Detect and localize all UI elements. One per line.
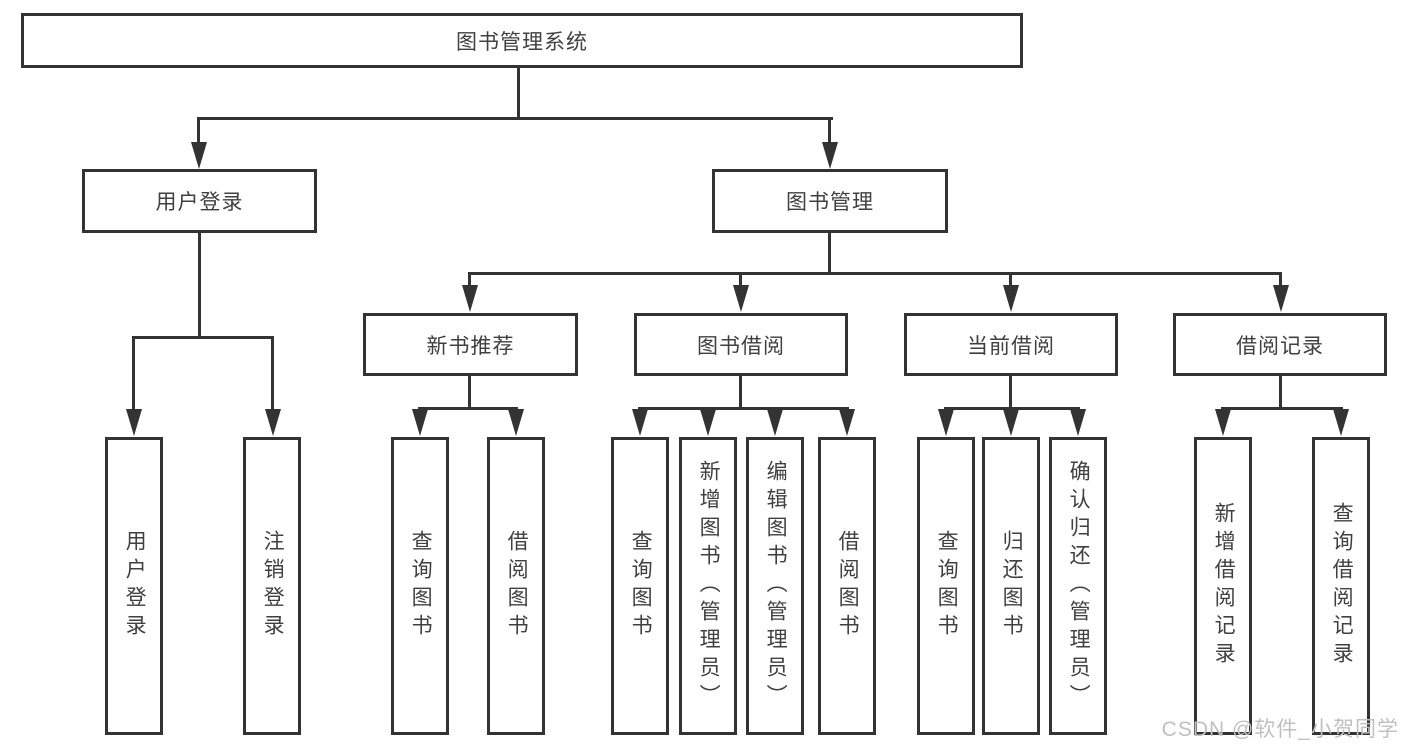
- arrow-down-icon: [822, 142, 838, 169]
- arrow-down-icon: [1003, 409, 1019, 436]
- leaf-label: 确认归还（管理员）: [1067, 460, 1091, 712]
- connector-line: [418, 407, 518, 410]
- leaf-label: 新增图书（管理员）: [697, 460, 721, 712]
- connector-line: [739, 272, 742, 286]
- leaf-label: 归还图书: [1000, 530, 1024, 642]
- arrow-down-icon: [412, 409, 428, 436]
- arrow-down-icon: [126, 409, 142, 436]
- leaf-user-login-label: 用户登录: [123, 530, 147, 642]
- leaf-query-borrow-record: 查询借阅记录: [1312, 437, 1370, 735]
- arrow-down-icon: [508, 409, 524, 436]
- arrow-down-icon: [462, 285, 478, 312]
- leaf-borrow-books-recommend: 借阅图书: [487, 437, 545, 735]
- connector-line: [198, 233, 201, 336]
- leaf-label: 查询图书: [935, 530, 959, 642]
- arrow-down-icon: [938, 409, 954, 436]
- node-book-borrow-label: 图书借阅: [697, 334, 785, 358]
- leaf-user-login: 用户登录: [105, 437, 163, 735]
- leaf-label: 查询图书: [409, 530, 433, 642]
- connector-line: [132, 336, 274, 339]
- arrow-down-icon: [1273, 285, 1289, 312]
- connector-line: [517, 68, 520, 117]
- connector-line: [1279, 272, 1282, 286]
- leaf-query-books-borrow: 查询图书: [611, 437, 669, 735]
- leaf-logout-label: 注销登录: [261, 530, 285, 642]
- leaf-borrow-books: 借阅图书: [818, 437, 876, 735]
- arrow-down-icon: [1003, 285, 1019, 312]
- leaf-add-book-admin: 新增图书（管理员）: [679, 437, 737, 735]
- leaf-confirm-return-admin: 确认归还（管理员）: [1049, 437, 1107, 735]
- leaf-logout: 注销登录: [243, 437, 301, 735]
- node-current-borrow: 当前借阅: [904, 313, 1118, 376]
- connector-line: [828, 233, 831, 272]
- arrow-down-icon: [632, 409, 648, 436]
- leaf-add-borrow-record: 新增借阅记录: [1194, 437, 1252, 735]
- connector-line: [271, 336, 274, 410]
- node-new-book-recommend-label: 新书推荐: [426, 334, 515, 358]
- node-current-borrow-label: 当前借阅: [967, 334, 1055, 358]
- connector-line: [468, 272, 1282, 275]
- arrow-down-icon: [1070, 409, 1086, 436]
- leaf-query-books-current: 查询图书: [917, 437, 975, 735]
- arrow-down-icon: [1215, 409, 1231, 436]
- node-book-management: 图书管理: [712, 169, 948, 233]
- connector-line: [197, 117, 833, 120]
- connector-line: [1279, 376, 1282, 407]
- node-borrow-records-label: 借阅记录: [1236, 334, 1324, 358]
- leaf-label: 借阅图书: [836, 530, 860, 642]
- arrow-down-icon: [700, 409, 716, 436]
- leaf-label: 编辑图书（管理员）: [764, 460, 788, 712]
- leaf-label: 查询借阅记录: [1330, 502, 1354, 670]
- arrow-down-icon: [733, 285, 749, 312]
- node-book-management-label: 图书管理: [786, 191, 874, 214]
- node-book-borrow: 图书借阅: [634, 313, 848, 376]
- arrow-down-icon: [839, 409, 855, 436]
- connector-line: [468, 272, 471, 286]
- connector-line: [1221, 407, 1343, 410]
- connector-line: [1009, 376, 1012, 407]
- arrow-down-icon: [265, 409, 281, 436]
- leaf-label: 借阅图书: [505, 530, 529, 642]
- node-user-login: 用户登录: [82, 169, 317, 233]
- node-root-label: 图书管理系统: [456, 30, 588, 54]
- leaf-label: 新增借阅记录: [1212, 502, 1236, 670]
- node-root: 图书管理系统: [21, 13, 1023, 68]
- leaf-return-books: 归还图书: [982, 437, 1040, 735]
- connector-line: [132, 336, 135, 410]
- arrow-down-icon: [1333, 409, 1349, 436]
- connector-line: [638, 407, 849, 410]
- connector-line: [944, 407, 1080, 410]
- connector-line: [197, 117, 200, 143]
- arrow-down-icon: [191, 142, 207, 169]
- connector-line: [828, 117, 831, 143]
- node-new-book-recommend: 新书推荐: [363, 313, 578, 376]
- node-user-login-label: 用户登录: [155, 191, 244, 214]
- connector-line: [739, 376, 742, 407]
- connector-line: [468, 376, 471, 407]
- leaf-label: 查询图书: [629, 530, 653, 642]
- connector-line: [1009, 272, 1012, 286]
- node-borrow-records: 借阅记录: [1173, 313, 1387, 376]
- arrow-down-icon: [767, 409, 783, 436]
- leaf-edit-book-admin: 编辑图书（管理员）: [746, 437, 804, 735]
- watermark: CSDN @软件_小贺同学: [1161, 718, 1399, 741]
- leaf-query-books-recommend: 查询图书: [391, 437, 449, 735]
